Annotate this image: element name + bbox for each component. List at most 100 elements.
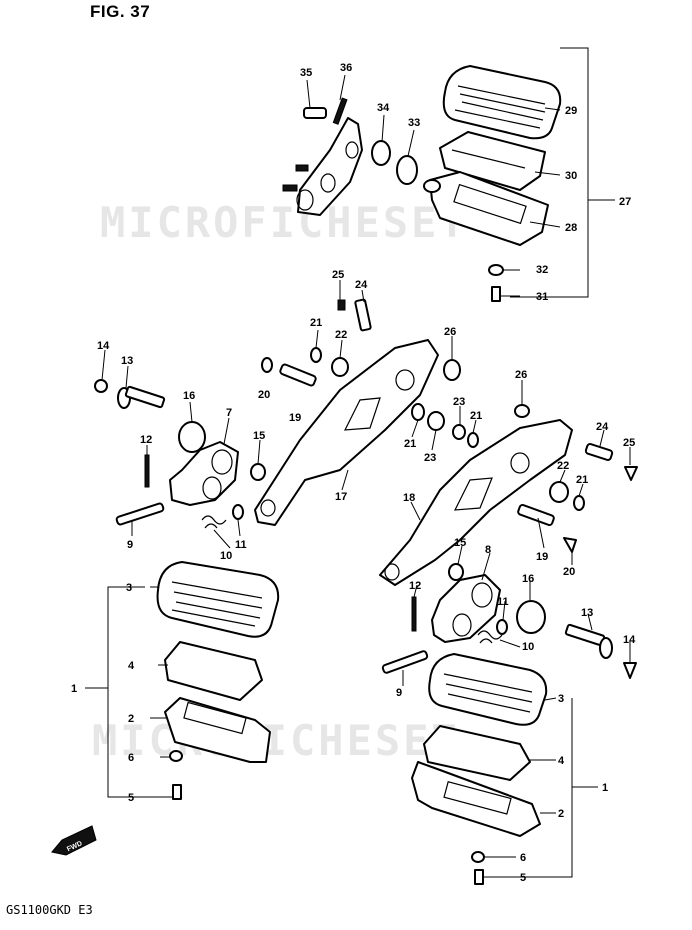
bushing-22b xyxy=(549,481,569,503)
callout-17: 17 xyxy=(335,491,347,503)
rider-footrest-base-2a xyxy=(164,697,271,763)
callout-9-right: 9 xyxy=(396,687,402,699)
bushing-22a xyxy=(331,357,349,377)
callout-1-left: 1 xyxy=(71,683,77,695)
callout-2-left: 2 xyxy=(128,713,134,725)
callout-15-right: 15 xyxy=(454,537,466,549)
screw-5a xyxy=(172,784,182,800)
rider-footrest-rubber-3b xyxy=(428,653,548,726)
callout-32: 32 xyxy=(536,264,548,276)
callout-5-left: 5 xyxy=(128,792,134,804)
nut-6b xyxy=(471,851,485,863)
callout-4-left: 4 xyxy=(128,660,135,672)
cap-20b xyxy=(563,537,577,553)
callout-30: 30 xyxy=(565,170,577,182)
rider-footrest-base-2b xyxy=(411,761,541,837)
callout-12-left: 12 xyxy=(140,434,152,446)
callout-35: 35 xyxy=(300,67,312,79)
rider-footrest-plate-4b xyxy=(423,725,531,781)
bolt-19a xyxy=(279,363,317,387)
group-bracket-1b xyxy=(492,698,598,878)
callout-21-right: 21 xyxy=(576,474,588,486)
callout-6-left: 6 xyxy=(128,752,134,764)
cap-14a xyxy=(94,379,108,393)
washer-11a xyxy=(232,504,244,520)
callout-1-right: 1 xyxy=(602,782,608,794)
bolt-24b xyxy=(584,443,614,461)
nut-32 xyxy=(488,264,504,276)
nut-6a xyxy=(169,750,183,762)
bushing-23a xyxy=(427,411,445,431)
callout-14-left: 14 xyxy=(97,340,110,352)
callout-25-upper: 25 xyxy=(332,269,344,281)
rider-footrest-rubber-3a xyxy=(156,561,280,638)
callout-28: 28 xyxy=(565,222,577,234)
cotter-pin-12a xyxy=(144,454,150,488)
callout-10-left: 10 xyxy=(220,550,232,562)
washer-11b xyxy=(496,619,508,635)
callout-3-left: 3 xyxy=(126,582,132,594)
callout-18: 18 xyxy=(403,492,415,504)
pivot-bolt-13a xyxy=(117,385,166,409)
callout-20-right: 20 xyxy=(563,566,575,578)
washer-21d xyxy=(573,495,585,511)
callout-11-right: 11 xyxy=(497,596,509,608)
cotter-pin-12b xyxy=(411,596,417,632)
callout-19-left: 19 xyxy=(289,412,301,424)
nut-25a xyxy=(337,299,346,311)
washer-15a xyxy=(250,463,266,481)
callout-9-left: 9 xyxy=(127,539,133,551)
watermark-top: MICROFICHESET xyxy=(100,198,468,247)
group-bracket-1a xyxy=(85,586,165,798)
forward-direction-icon: FWD xyxy=(51,825,97,856)
screw-31 xyxy=(491,286,501,302)
figure-title: FIG. 37 xyxy=(90,2,151,21)
callout-11-left: 11 xyxy=(235,539,247,551)
leader-lines xyxy=(101,74,631,878)
callout-26-right: 26 xyxy=(515,369,527,381)
callout-16-right: 16 xyxy=(522,573,534,585)
callout-6-right: 6 xyxy=(520,852,526,864)
callout-13-left: 13 xyxy=(121,355,133,367)
callout-21-lower: 21 xyxy=(404,438,416,450)
group-bracket-27 xyxy=(510,47,615,298)
callout-13-right: 13 xyxy=(581,607,593,619)
callout-10-right: 10 xyxy=(522,641,534,653)
passenger-bracket-34 xyxy=(282,117,363,216)
screw-5b xyxy=(474,869,484,885)
washer-15b xyxy=(448,563,464,581)
spring-10b xyxy=(477,630,503,644)
callout-12-right: 12 xyxy=(409,580,421,592)
callout-27: 27 xyxy=(619,196,631,208)
cap-25b xyxy=(624,466,638,481)
callout-14-right: 14 xyxy=(623,634,636,646)
spring-10a xyxy=(201,515,227,529)
pin-9b xyxy=(381,650,429,674)
pivot-bolt-13b xyxy=(564,623,613,659)
passenger-footrest-plate-30 xyxy=(439,131,546,191)
callout-20-left: 20 xyxy=(258,389,270,401)
bushing-16b xyxy=(516,600,546,634)
callout-24-right: 24 xyxy=(596,421,609,433)
washer-21c xyxy=(467,432,479,448)
callout-25-right: 25 xyxy=(623,437,635,449)
passenger-footrest-rubber-29 xyxy=(442,65,562,140)
washer-21b xyxy=(411,403,425,421)
callout-8: 8 xyxy=(485,544,491,556)
bolt-24a xyxy=(354,298,372,332)
bushing-33 xyxy=(396,155,418,185)
passenger-footrest-base-28 xyxy=(423,171,549,246)
footrest-arm-8 xyxy=(431,574,501,643)
washer-21a xyxy=(310,347,322,363)
cap-14b xyxy=(623,662,637,679)
callout-33: 33 xyxy=(408,117,420,129)
callout-5-right: 5 xyxy=(520,872,526,884)
bolt-36 xyxy=(332,97,348,125)
callout-labels: 35 36 34 33 29 30 27 28 32 31 25 24 21 2… xyxy=(71,62,636,884)
pin-35 xyxy=(303,107,327,119)
bushing-16a xyxy=(178,421,206,453)
watermark-bottom: MICROFICHESET xyxy=(92,716,460,765)
callout-21-upper: 21 xyxy=(310,317,322,329)
